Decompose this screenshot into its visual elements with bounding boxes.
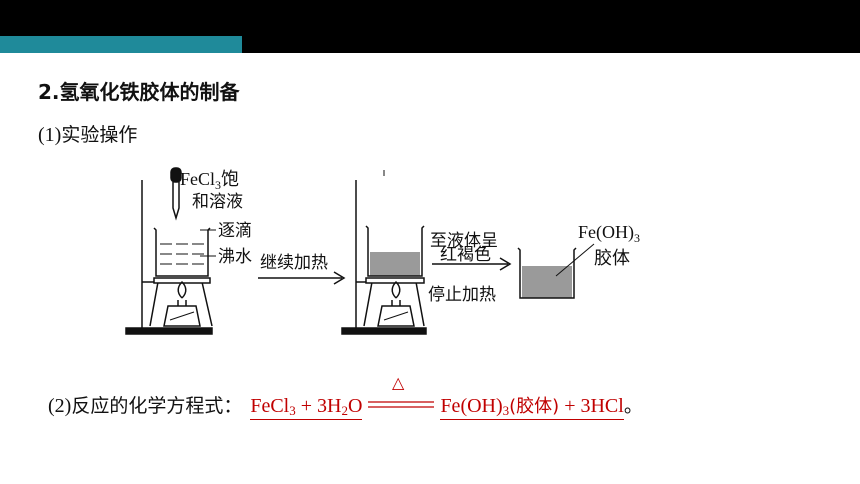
lamp-wick-2	[391, 300, 401, 306]
apparatus-1	[125, 167, 216, 335]
heat-symbol: △	[392, 374, 405, 392]
step2-line1: 至液体呈	[430, 231, 498, 251]
equation-number: (2)	[48, 395, 72, 417]
boiling-water-lines	[160, 243, 204, 265]
product-feoh3: Fe(OH)3(胶体) + 3HCl	[440, 392, 624, 420]
product-beaker	[517, 243, 595, 299]
product-label-1: Fe(OH)3	[578, 222, 640, 245]
alcohol-lamp-1	[163, 305, 201, 327]
product-label-2: 胶体	[594, 248, 630, 269]
subsection-number: (1)	[38, 124, 62, 146]
dropper-tube	[172, 182, 180, 221]
section-title: 2.氢氧化铁胶体的制备	[38, 80, 240, 104]
stand-base-1	[125, 327, 213, 335]
water-label: 沸水	[218, 247, 252, 267]
red-brown-liquid-2	[370, 252, 420, 276]
beaker-2	[365, 225, 425, 277]
beaker-3	[517, 247, 577, 299]
step1-label: 继续加热	[260, 253, 328, 273]
apparatus-2	[341, 170, 427, 335]
reagent-label-1: FeCl3饱	[180, 169, 239, 192]
step2-line3: 停止加热	[428, 285, 496, 305]
equation-label: 反应的化学方程式：	[71, 395, 243, 417]
reactant-water: + 3H2O	[295, 395, 363, 420]
reagent-label-2: 和溶液	[192, 192, 243, 212]
reactant-feCl3: FeCl3	[250, 395, 296, 420]
reaction-condition: △	[366, 374, 436, 412]
stand-base-2	[341, 327, 427, 335]
leader-product	[555, 243, 595, 277]
chemical-equation: FeCl3 + 3H2O △ Fe(OH)3(胶体) + 3HCl	[250, 374, 624, 420]
equation-row: (2) 反应的化学方程式： FeCl3 + 3H2O △ Fe(OH)3(胶体)…	[48, 374, 643, 420]
subsection-text: 实验操作	[61, 124, 138, 146]
lamp-fluid-2	[383, 311, 409, 321]
subsection-title: (1)实验操作	[38, 120, 137, 147]
beaker-1	[153, 227, 211, 277]
dropper-bulb-icon	[170, 167, 182, 183]
header-bar	[0, 0, 860, 53]
experiment-diagram: FeCl3饱 和溶液 逐滴 沸水 继续加热 至液体呈 红褐色 停止加热 Fe(O…	[125, 167, 640, 335]
equation-period: 。	[623, 395, 643, 417]
flame-icon-2	[391, 280, 401, 299]
step2-line2: 红褐色	[440, 245, 491, 265]
heat-condition-icon: △	[368, 374, 435, 408]
lamp-wick-1	[177, 300, 187, 306]
flame-icon-1	[177, 280, 187, 299]
tripod-legs-2	[363, 281, 425, 327]
drop-label: 逐滴	[218, 221, 252, 241]
tripod-legs-1	[149, 281, 213, 327]
lamp-fluid-1	[169, 311, 195, 321]
arrow-1	[258, 271, 346, 285]
header-accent-stripe	[0, 36, 242, 53]
alcohol-lamp-2	[377, 305, 415, 327]
arrow-2	[432, 257, 512, 271]
colloid-liquid	[522, 266, 572, 298]
